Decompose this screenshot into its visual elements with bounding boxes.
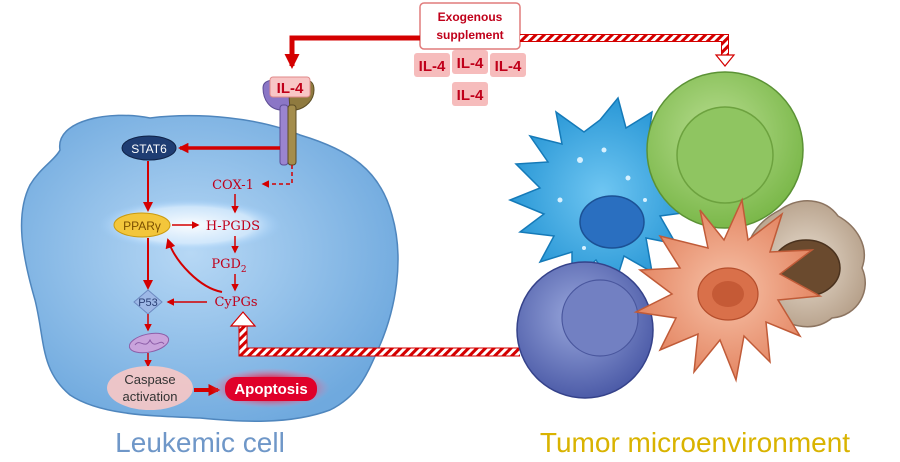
leukemic-cell-caption: Leukemic cell [115,427,285,458]
il4-token-2: IL-4 [457,55,484,72]
supplement-to-receptor-arrow [284,35,420,69]
supplement-box [419,2,521,50]
receptor-il4-label: IL-4 [277,80,304,97]
il4-token-1: IL-4 [419,58,446,75]
caspase-node [107,366,193,410]
caspase-label-line2: activation [123,389,178,404]
caspase-label-line1: Caspase [124,372,175,387]
pgd2-label: PGD2 [211,257,246,275]
tumor-microenvironment-cells [508,71,866,399]
mitochondria-icon [128,332,170,354]
cypgs-to-ppar-arrow [165,238,223,293]
il4-receptor: IL-4 [262,76,315,166]
apoptosis-label: Apoptosis [234,381,307,398]
p53-label: P53 [138,297,158,309]
ppar-node [113,212,171,238]
receptor-label-box [269,76,311,98]
cox1-label: COX-1 [212,178,254,193]
tumor-microenvironment-caption: Tumor microenvironment [540,427,850,458]
leukemic-cell [20,114,399,422]
apoptosis-badge [225,377,317,401]
hpgds-label: H-PGDS [206,219,260,234]
exogenous-supplement: Exogenous supplement IL-4 IL-4 IL-4 IL-4 [414,2,526,106]
supplement-title-line2: supplement [436,28,503,42]
cypgs-label: CyPGs [214,295,257,310]
stat6-label: STAT6 [131,142,167,156]
leukemic-cell-body [20,114,399,422]
ppar-label: PPARγ [123,219,161,233]
il4-token-3: IL-4 [495,58,522,75]
receptor-to-cox1-arrow [261,165,293,188]
supplement-title-line1: Exogenous [438,10,503,24]
stat6-node [121,135,177,161]
il4-token-4: IL-4 [457,87,484,104]
